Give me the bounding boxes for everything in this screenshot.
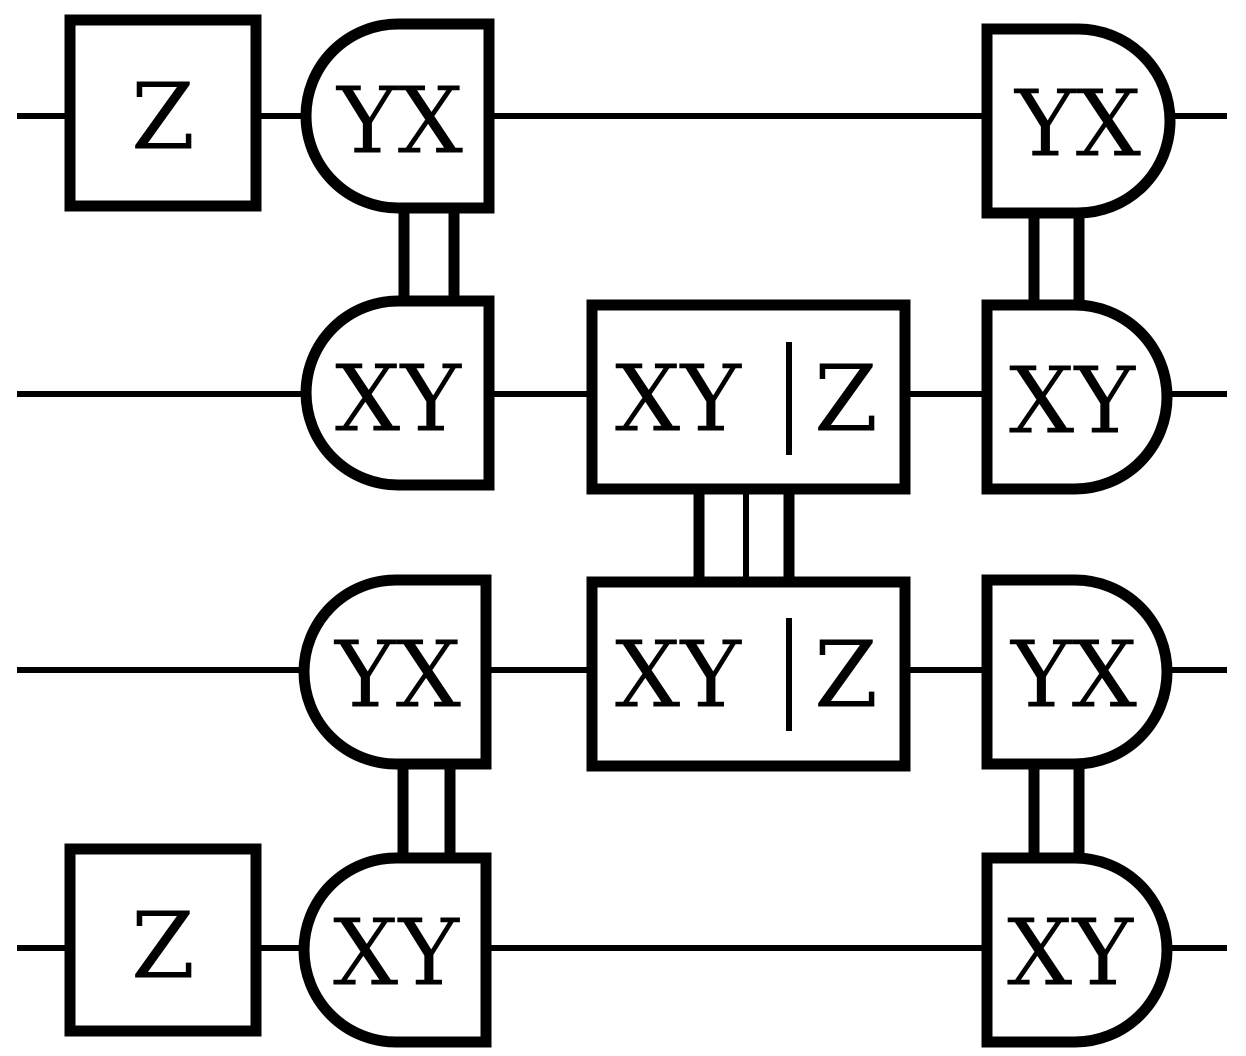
z-gate-top-label: Z — [131, 64, 195, 171]
gate-q3-left-label: YX — [333, 622, 462, 729]
gate-q1-left-label: YX — [335, 68, 464, 175]
gate-q3-left: YX — [298, 574, 492, 770]
gate-mid-top-left-label: XY — [615, 346, 742, 453]
gate-mid-bottom: XY Z — [586, 576, 911, 772]
gate-q1-right: YX — [981, 23, 1176, 219]
gate-q1-right-label: YX — [1013, 71, 1142, 178]
gate-q3-right: YX — [981, 574, 1173, 770]
connector-left-q1-q2 — [398, 199, 460, 309]
gate-q3-right-label: YX — [1009, 622, 1138, 729]
z-gate-top: Z — [64, 14, 262, 212]
gate-q1-left: YX — [300, 18, 495, 214]
z-gate-bottom: Z — [64, 843, 262, 1037]
qubit-wires — [17, 113, 1227, 951]
gate-mid-bottom-right-label: Z — [814, 622, 878, 729]
gate-q2-right: XY — [981, 299, 1173, 495]
gate-q4-left-label: XY — [333, 900, 460, 1007]
gate-q2-right-label: XY — [1009, 348, 1136, 455]
z-gate-bottom-label: Z — [131, 893, 195, 1000]
gate-q4-right: XY — [981, 852, 1173, 1048]
gate-q2-left: XY — [300, 295, 495, 491]
connector-left-q3-q4 — [397, 757, 456, 867]
connector-right-q3-q4 — [1028, 757, 1085, 867]
gate-mid-top: XY Z — [586, 299, 911, 495]
gate-q4-right-label: XY — [1007, 900, 1134, 1007]
gate-q2-left-label: XY — [335, 346, 462, 453]
gate-mid-bottom-left-label: XY — [615, 622, 742, 729]
connector-right-q1-q2 — [1028, 204, 1085, 314]
gate-mid-top-right-label: Z — [814, 346, 878, 453]
gate-q4-left: XY — [298, 852, 492, 1048]
